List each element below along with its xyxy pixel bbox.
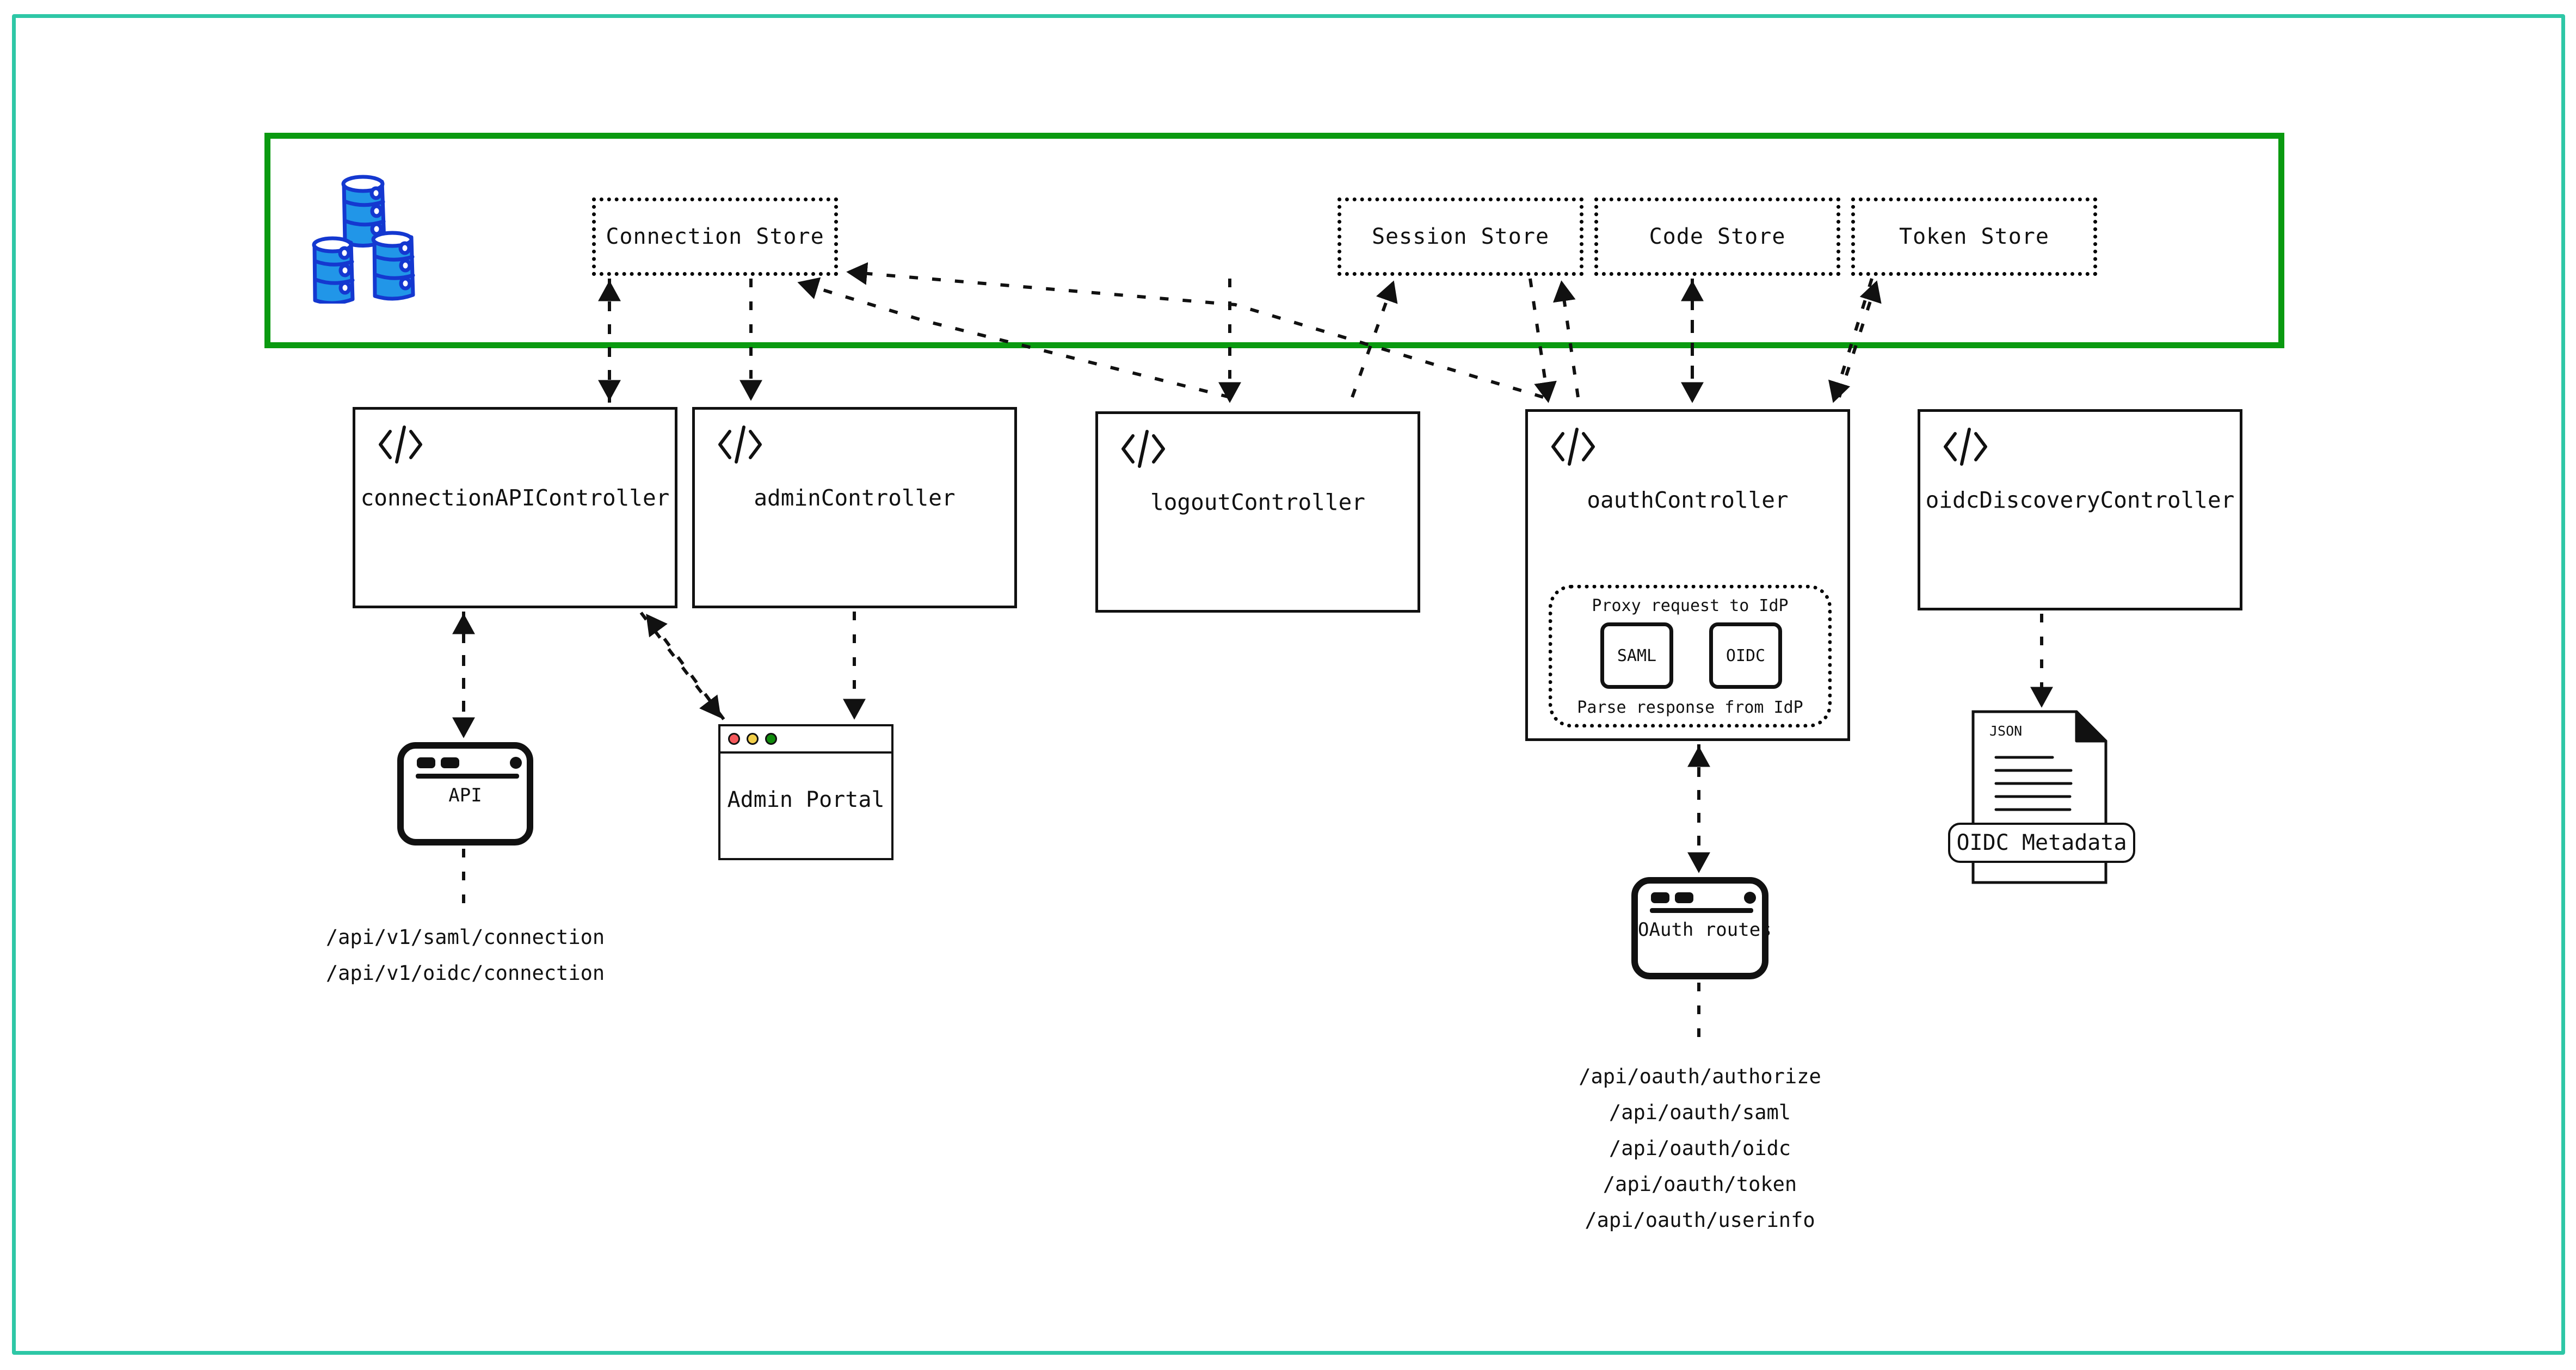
store-label: Token Store [1899, 224, 2049, 249]
svg-text:JSON: JSON [1989, 723, 2022, 739]
endpoint-item: /api/oauth/token [1603, 1172, 1797, 1196]
store-label: Session Store [1371, 224, 1550, 249]
endpoint-item: /api/oauth/authorize [1579, 1065, 1821, 1088]
controller-label: connectionAPIController [360, 485, 670, 511]
controller-oidc-discovery[interactable]: oidcDiscoveryController [1918, 409, 2242, 610]
endpoint-item: /api/v1/saml/connection [325, 925, 605, 949]
close-dot-icon [728, 733, 740, 745]
api-node-label: API [448, 785, 482, 807]
api-node[interactable]: API [397, 742, 533, 846]
oidc-metadata-label: OIDC Metadata [1956, 830, 2127, 855]
saml-chip[interactable]: SAML [1600, 622, 1673, 689]
code-tag-icon [716, 423, 765, 466]
oidc-chip[interactable]: OIDC [1709, 622, 1782, 689]
controller-oauth[interactable]: oauthController Proxy request to IdP SAM… [1525, 409, 1850, 741]
idp-proxy-request-label: Proxy request to IdP [1592, 596, 1789, 615]
store-connection-store[interactable]: Connection Store [592, 198, 838, 276]
store-session-store[interactable]: Session Store [1338, 198, 1583, 276]
controller-label: oauthController [1587, 487, 1789, 513]
code-tag-icon [1941, 425, 1990, 468]
endpoint-item: /api/oauth/saml [1609, 1101, 1791, 1124]
oauth-routes-label: OAuth routes [1638, 919, 1772, 941]
controller-admin[interactable]: adminController [692, 407, 1017, 608]
code-tag-icon [1549, 425, 1598, 468]
code-tag-icon [1119, 427, 1168, 471]
maximize-dot-icon [765, 733, 777, 745]
oidc-metadata-chip[interactable]: OIDC Metadata [1948, 823, 2135, 863]
outer-frame [12, 14, 2565, 1355]
minimize-dot-icon [747, 733, 759, 745]
oauth-routes-node[interactable]: OAuth routes [1631, 877, 1772, 979]
saml-chip-label: SAML [1617, 646, 1657, 665]
store-label: Connection Store [606, 224, 824, 249]
idp-proxy-panel: Proxy request to IdP SAML OIDC Parse res… [1549, 585, 1832, 727]
idp-parse-response-label: Parse response from IdP [1577, 698, 1803, 717]
controller-connection-api[interactable]: connectionAPIController [353, 407, 677, 608]
endpoint-item: /api/oauth/oidc [1609, 1137, 1791, 1160]
admin-portal-node[interactable]: Admin Portal [718, 724, 893, 860]
endpoint-item: /api/v1/oidc/connection [325, 961, 605, 985]
store-token-store[interactable]: Token Store [1851, 198, 2097, 276]
window-titlebar [720, 726, 891, 754]
controller-logout[interactable]: logoutController [1095, 411, 1420, 613]
store-label: Code Store [1649, 224, 1786, 249]
controller-label: oidcDiscoveryController [1925, 487, 2235, 513]
endpoint-item: /api/oauth/userinfo [1585, 1208, 1815, 1232]
code-tag-icon [376, 423, 425, 466]
database-stack-icon [305, 168, 441, 305]
store-code-store[interactable]: Code Store [1594, 198, 1840, 276]
admin-portal-label: Admin Portal [727, 787, 885, 812]
oauth-endpoints-list: /api/oauth/authorize /api/oauth/saml /ap… [1482, 1059, 1918, 1238]
controller-label: adminController [754, 485, 956, 511]
connection-endpoints-list: /api/v1/saml/connection /api/v1/oidc/con… [234, 919, 697, 991]
controller-label: logoutController [1150, 489, 1365, 515]
oidc-chip-label: OIDC [1725, 646, 1766, 665]
